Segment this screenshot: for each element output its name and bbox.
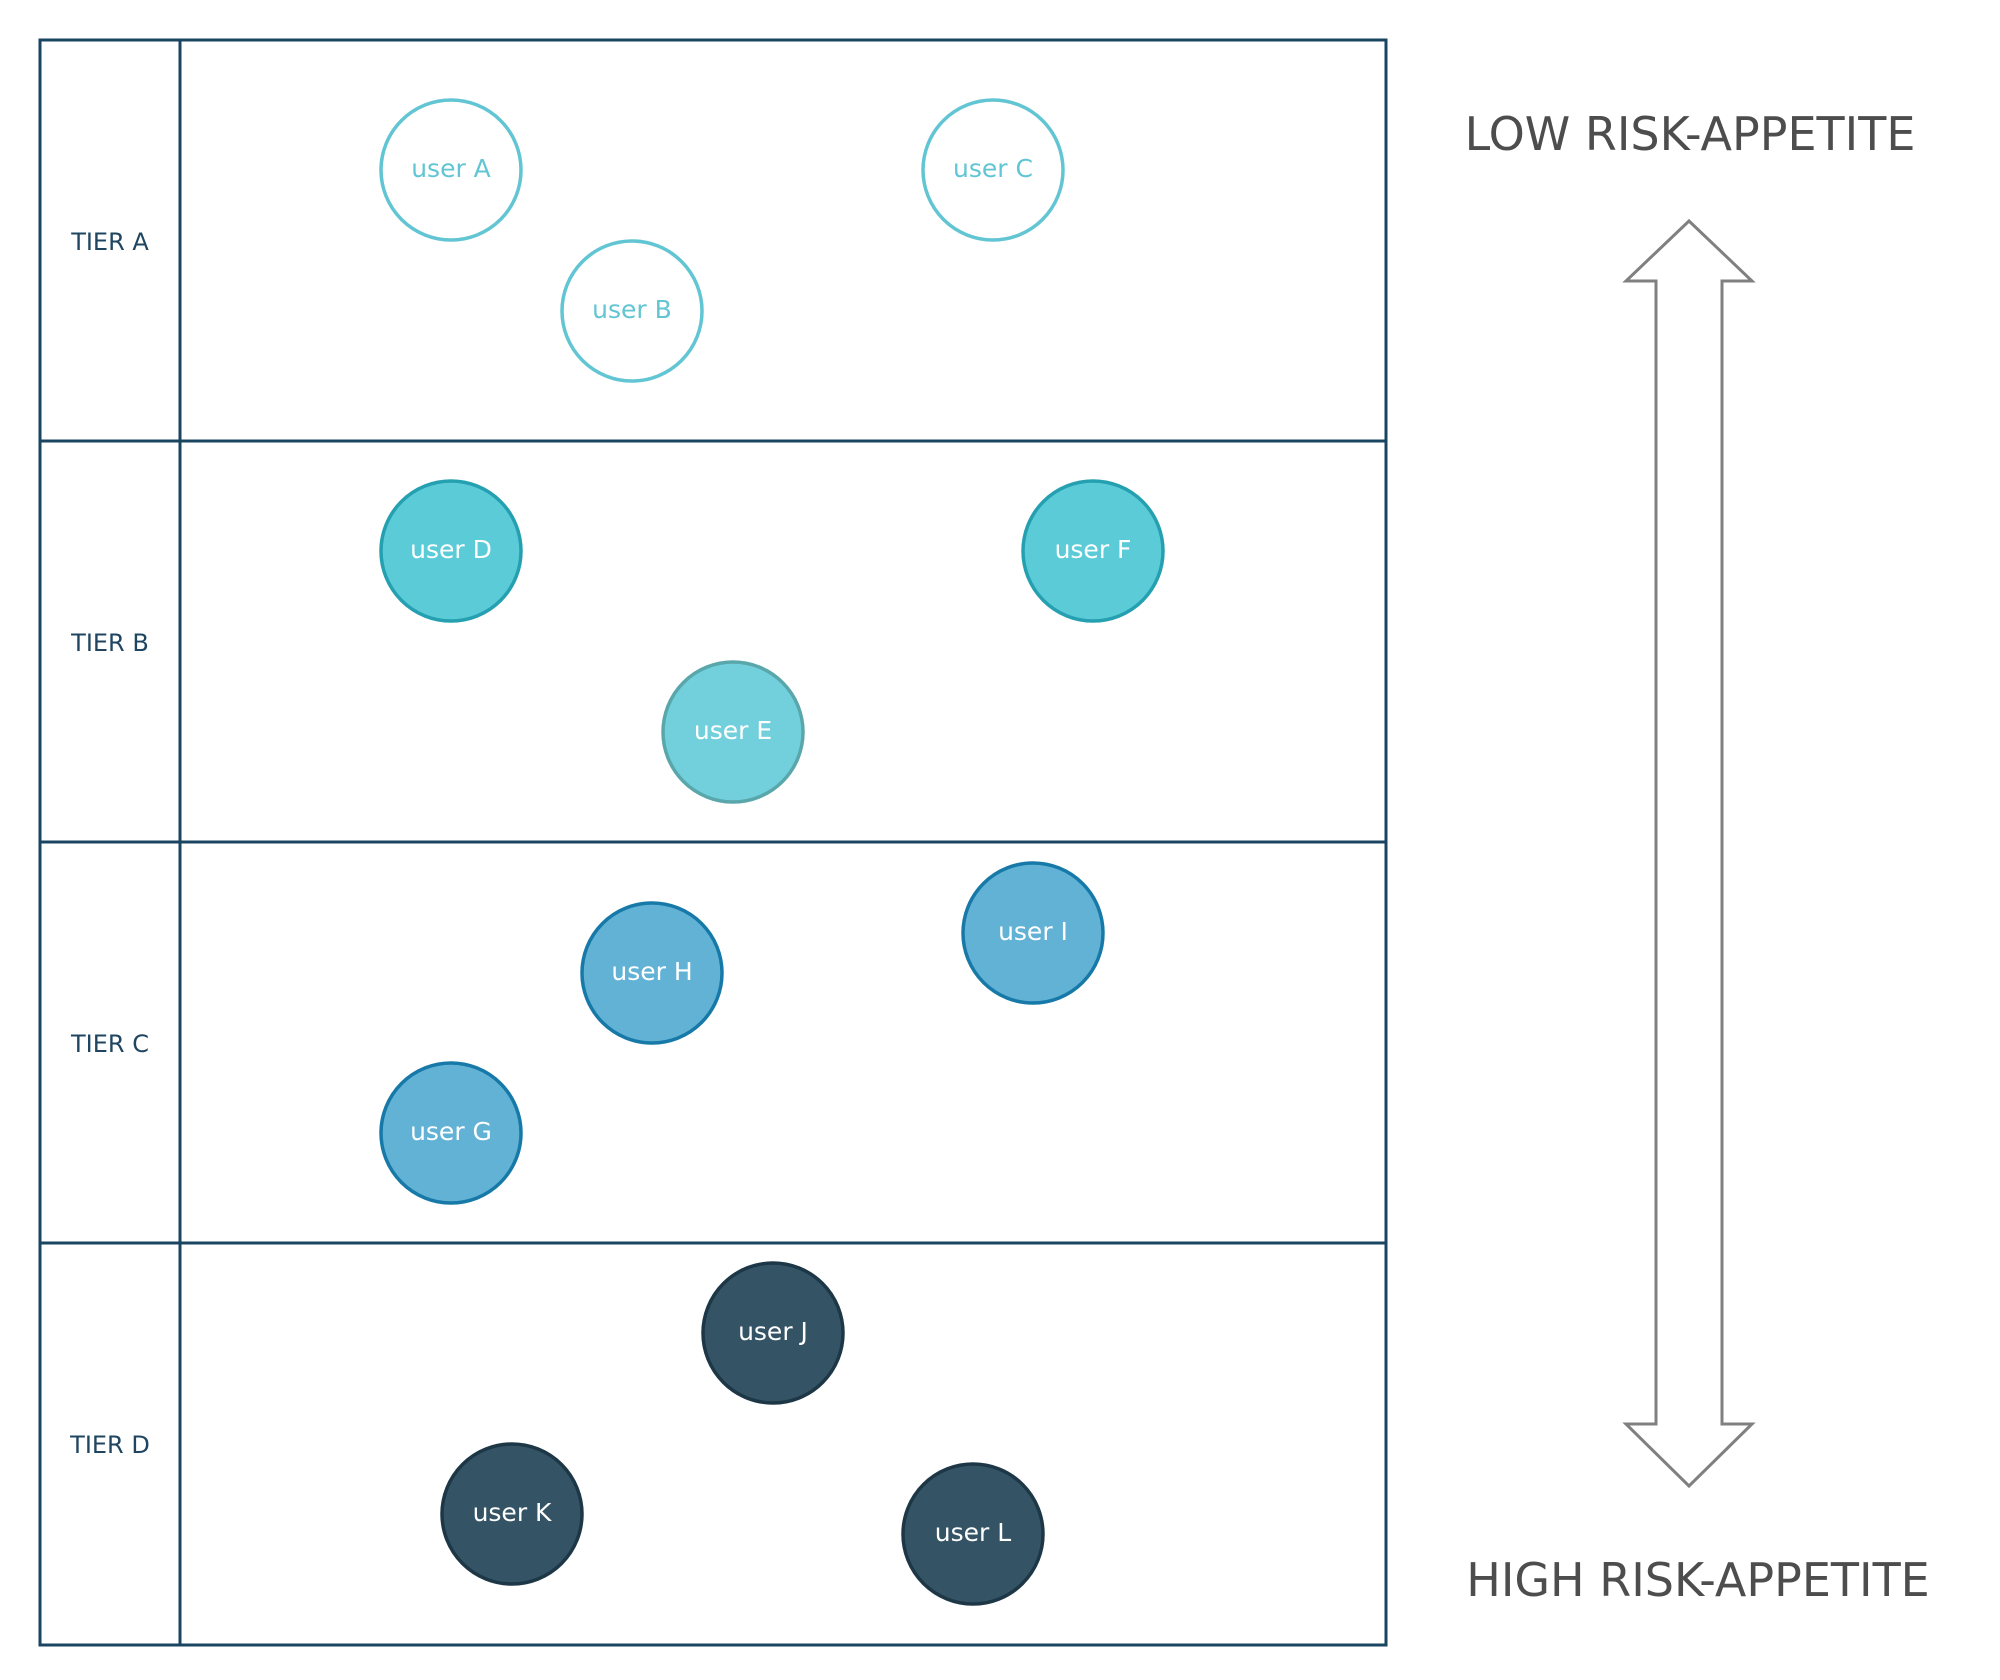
user-b-circle (560, 239, 704, 383)
high-risk-appetite-label: HIGH RISK-APPETITE (1466, 1553, 1930, 1607)
user-h-label: user H (611, 957, 692, 986)
user-i-label: user I (998, 917, 1068, 946)
user-i-node: user I (961, 861, 1105, 1005)
tier-label-a: TIER A (70, 228, 149, 256)
user-nodes: user A user B user C user D user E user F user… (379, 98, 1165, 1606)
user-a-label: user A (411, 154, 491, 183)
risk-axis: LOW RISK-APPETITE HIGH RISK-APPETITE (1465, 107, 1930, 1607)
tier-labels: TIER A TIER B TIER C TIER D (69, 228, 150, 1459)
tier-grid (38, 38, 1388, 1647)
user-f-node: user F (1021, 479, 1165, 623)
user-l-label: user L (935, 1518, 1011, 1547)
user-g-node: user G (379, 1061, 523, 1205)
user-c-label: user C (953, 154, 1033, 183)
user-h-node: user H (580, 901, 724, 1045)
user-j-circle (701, 1261, 845, 1405)
tier-label-d: TIER D (69, 1431, 150, 1459)
user-b-node: user B (560, 239, 704, 383)
user-g-circle (379, 1061, 523, 1205)
user-k-node: user K (440, 1442, 584, 1586)
user-k-circle (440, 1442, 584, 1586)
user-b-label: user B (592, 295, 672, 324)
user-l-circle (901, 1462, 1045, 1606)
user-k-label: user K (473, 1498, 552, 1527)
user-a-node: user A (379, 98, 523, 242)
low-risk-appetite-label: LOW RISK-APPETITE (1465, 107, 1916, 161)
user-e-node: user E (661, 660, 805, 804)
user-l-node: user L (901, 1462, 1045, 1606)
user-f-circle (1021, 479, 1165, 623)
tier-label-b: TIER B (70, 629, 149, 657)
user-d-node: user D (379, 479, 523, 623)
user-f-label: user F (1055, 535, 1132, 564)
user-e-label: user E (694, 716, 772, 745)
user-c-circle (921, 98, 1065, 242)
user-j-label: user J (738, 1317, 808, 1346)
user-c-node: user C (921, 98, 1065, 242)
user-a-circle (379, 98, 523, 242)
user-e-circle (661, 660, 805, 804)
user-g-label: user G (410, 1117, 492, 1146)
user-d-circle (379, 479, 523, 623)
user-j-node: user J (701, 1261, 845, 1405)
double-arrow-icon (1622, 218, 1756, 1489)
user-i-circle (961, 861, 1105, 1005)
user-h-circle (580, 901, 724, 1045)
user-d-label: user D (410, 535, 492, 564)
tier-label-c: TIER C (70, 1030, 149, 1058)
